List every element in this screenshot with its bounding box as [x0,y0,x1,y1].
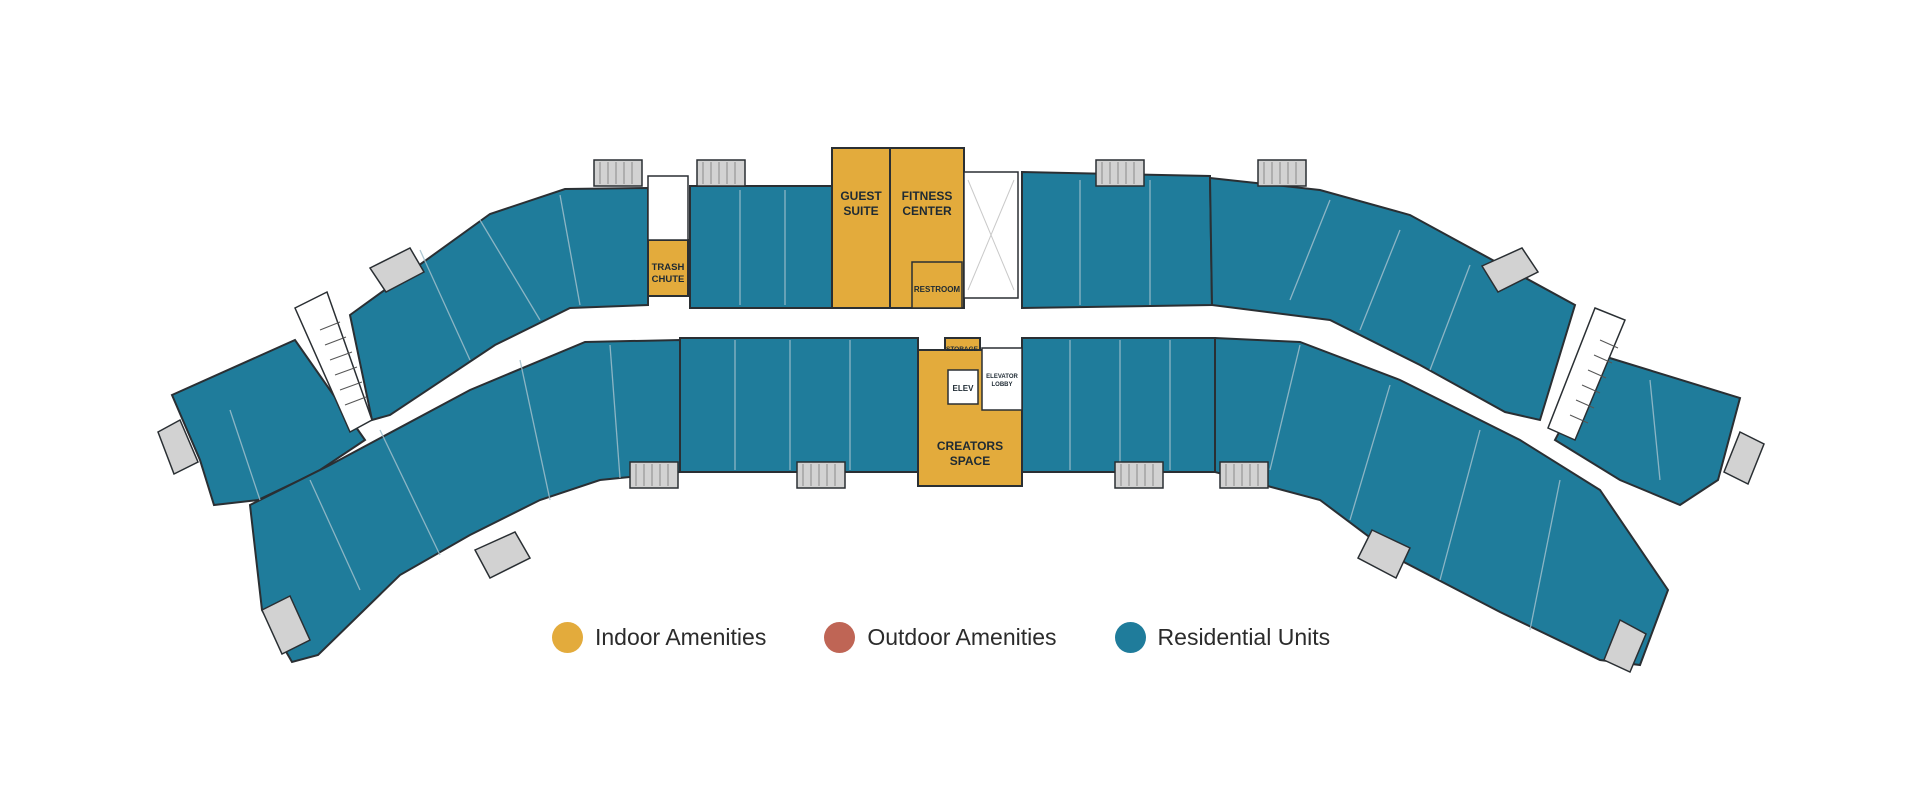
right-upper-wing [1208,176,1577,422]
legend-label: Outdoor Amenities [867,624,1057,650]
balcony [368,247,426,293]
legend-item-indoor: Indoor Amenities [552,622,766,653]
balcony [796,461,846,489]
balcony [1219,461,1269,489]
center-left-upper-block [689,185,833,309]
balcony [1480,247,1540,293]
residential-units [170,170,1742,667]
legend: Indoor Amenities Outdoor Amenities Resid… [552,622,1388,653]
guest-suite-area [831,147,891,309]
legend-label: Residential Units [1157,624,1331,650]
balcony [1095,159,1145,187]
balcony [1114,461,1164,489]
legend-label: Indoor Amenities [595,624,767,650]
center-right-upper-block [1021,170,1214,310]
elevator-box [947,369,979,405]
balcony [696,159,746,187]
storage-label: STORAGE [946,346,979,353]
restroom-box [911,261,963,309]
balcony [1723,430,1765,486]
center-right-lower-block [1021,337,1216,473]
restroom-label: RESTROOM [914,285,961,294]
legend-item-residential: Residential Units [1114,622,1331,653]
elevator-lobby-area [981,347,1023,411]
stair-right-end [1547,307,1626,441]
stair-left-end [294,290,373,434]
right-end-block [1553,353,1742,507]
balcony [1257,159,1307,187]
outdoor-amenities-swatch [824,622,856,653]
end-stairs [294,290,1626,441]
indoor-amenities-swatch [552,622,583,653]
balcony [629,461,679,489]
balcony [593,159,643,187]
balcony-hatching [599,162,1297,486]
balcony [473,531,532,579]
balcony [1357,529,1411,580]
balcony [157,418,199,476]
legend-item-outdoor: Outdoor Amenities [824,622,1057,653]
center-left-lower-block [679,337,919,473]
left-upper-wing [348,186,649,422]
trash-chute-area [647,239,689,297]
stair-core-hatch [967,179,1015,291]
right-lower-wing [1214,336,1670,667]
stair-treads [319,321,1619,424]
left-lower-wing [248,338,681,664]
balcony [1603,618,1647,674]
unit-partitions [229,180,1661,631]
side-stair-left-upper [647,175,689,241]
elevator-label: ELEV [953,384,975,393]
balconies [157,159,1765,674]
balcony [261,594,311,656]
residential-units-swatch [1114,622,1146,653]
